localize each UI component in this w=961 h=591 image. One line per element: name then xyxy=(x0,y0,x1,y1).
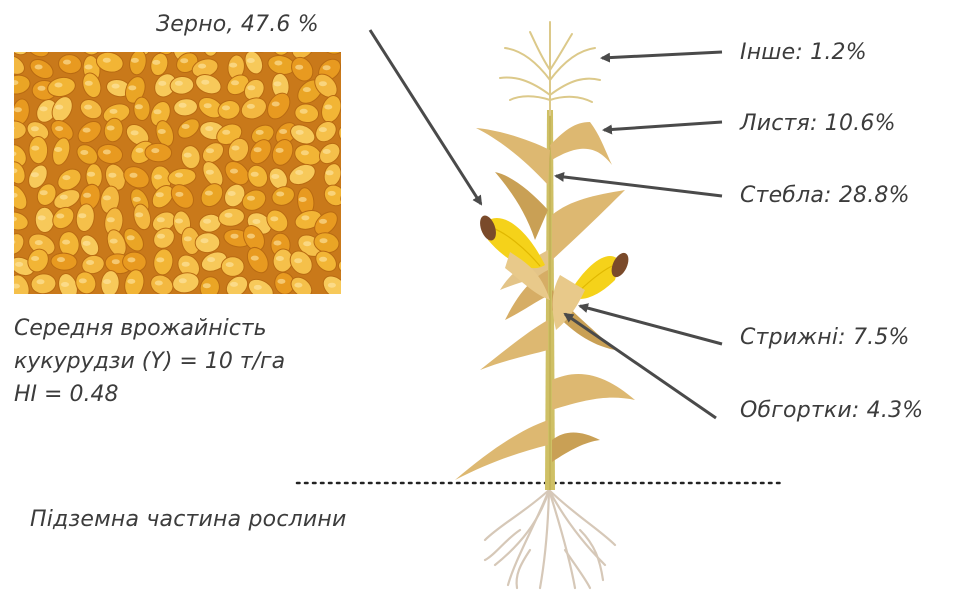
grain-label: Зерно, 47.6 % xyxy=(156,12,319,37)
tassel-illustration xyxy=(500,22,600,115)
arrow-husks xyxy=(565,314,716,418)
label-other: Інше: 1.2% xyxy=(740,40,867,65)
leaves-illustration xyxy=(455,122,635,480)
underground-label: Підземна частина рослини xyxy=(30,507,346,532)
arrow-other xyxy=(602,52,722,58)
yield-line-3: HI = 0.48 xyxy=(14,378,285,411)
roots-illustration xyxy=(485,490,615,588)
yield-line-1: Середня врожайність xyxy=(14,312,285,345)
arrow-leaves xyxy=(604,122,722,130)
label-cobs: Стрижні: 7.5% xyxy=(740,325,910,350)
arrow-stems xyxy=(556,176,722,196)
label-stems: Стебла: 28.8% xyxy=(740,183,910,208)
yield-line-2: кукурудзи (Y) = 10 т/га xyxy=(14,345,285,378)
label-leaves: Листя: 10.6% xyxy=(740,111,896,136)
label-husks: Обгортки: 4.3% xyxy=(740,398,923,423)
arrow-grain xyxy=(370,30,481,204)
yield-info: Середня врожайність кукурудзи (Y) = 10 т… xyxy=(14,312,285,411)
